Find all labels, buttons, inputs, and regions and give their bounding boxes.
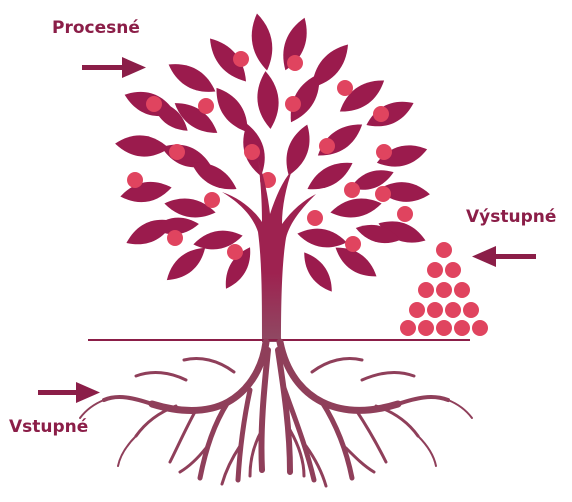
pyramid-dot — [400, 320, 416, 336]
tree-leaf — [329, 195, 383, 222]
tree-fruit — [244, 144, 260, 160]
label-process: Procesné — [52, 18, 140, 38]
pyramid-dot — [472, 320, 488, 336]
pyramid-dot — [436, 320, 452, 336]
pyramid-dot — [409, 302, 425, 318]
pyramid-dot — [427, 262, 443, 278]
pyramid-dot — [445, 262, 461, 278]
tree-fruit — [319, 138, 335, 154]
tree-leaf — [119, 178, 174, 206]
pyramid-dot — [463, 302, 479, 318]
arrow-left-icon — [472, 246, 536, 267]
tree-fruit — [198, 98, 214, 114]
tree-leaf — [297, 248, 338, 297]
tree-fruit — [285, 96, 301, 112]
tree-fruit — [375, 186, 391, 202]
tree-fruit — [397, 206, 413, 222]
tree-fruit — [344, 182, 360, 198]
tree-leaf — [296, 225, 348, 251]
pyramid-dot — [454, 282, 470, 298]
label-input: Vstupné — [9, 417, 88, 437]
tree-fruit — [345, 236, 361, 252]
pyramid-dot — [436, 242, 452, 258]
tree-fruit — [127, 172, 143, 188]
label-output: Výstupné — [466, 207, 556, 227]
tree-leaf — [114, 133, 170, 159]
pyramid-dot — [454, 320, 470, 336]
tree-leaf — [312, 117, 367, 164]
tree-fruit — [146, 96, 162, 112]
tree-fruit — [204, 192, 220, 208]
tree-fruit — [376, 144, 392, 160]
tree-leaf — [164, 56, 221, 100]
arrow-right-icon — [82, 57, 146, 78]
tree-fruit — [167, 230, 183, 246]
tree-roots — [80, 342, 472, 486]
pyramid-dot — [445, 302, 461, 318]
tree-leaf — [280, 121, 317, 178]
tree-fruit — [287, 55, 303, 71]
tree-fruit — [169, 144, 185, 160]
pyramid-dot — [418, 320, 434, 336]
pyramid-dot — [427, 302, 443, 318]
tree-fruit — [227, 244, 243, 260]
pyramid-dot — [418, 282, 434, 298]
tree-fruit — [337, 80, 353, 96]
arrow-right-icon — [38, 382, 100, 403]
tree-fruit — [233, 51, 249, 67]
tree-fruit — [373, 106, 389, 122]
pyramid-dot — [436, 282, 452, 298]
tree-leaf — [255, 70, 281, 130]
tree-fruit — [307, 210, 323, 226]
tree-leaf — [247, 12, 276, 73]
